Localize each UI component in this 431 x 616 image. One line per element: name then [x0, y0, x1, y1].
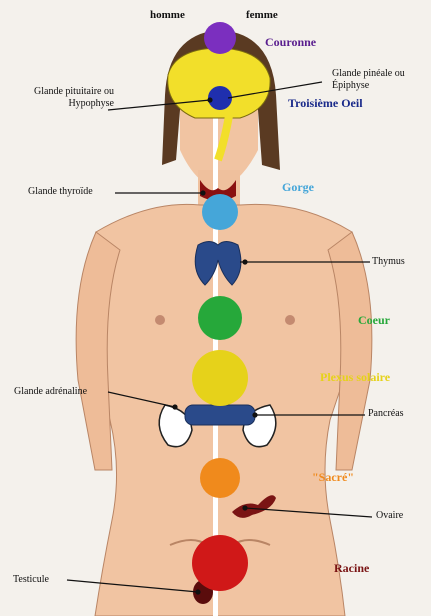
label-thymus: Thymus [372, 256, 405, 268]
chakra-label-racine: Racine [334, 561, 369, 576]
header-homme: homme [150, 9, 185, 21]
label-pituitary-1: Glande pituitaire ou [4, 86, 114, 98]
chakra-crown-circle [204, 22, 236, 54]
chakra-label-troisieme-oeil: Troisième Oeil [288, 96, 363, 111]
label-pineal-2: Épiphyse [332, 80, 369, 92]
chakra-solar-plexus-circle [192, 350, 248, 406]
label-adrenal: Glande adrénaline [14, 386, 87, 398]
chakra-label-sacre: "Sacré" [312, 470, 354, 485]
chakra-sacral-circle [200, 458, 240, 498]
label-ovary: Ovaire [376, 510, 403, 522]
label-thyroid: Glande thyroïde [28, 186, 93, 198]
label-pancreas: Pancréas [368, 408, 404, 420]
chakra-label-coeur: Coeur [358, 313, 390, 328]
chakra-label-gorge: Gorge [282, 180, 314, 195]
chakra-throat-circle [202, 194, 238, 230]
header-femme: femme [246, 9, 278, 21]
chakra-label-couronne: Couronne [265, 35, 316, 50]
chakra-heart-circle [198, 296, 242, 340]
label-pineal-1: Glande pinéale ou [332, 68, 405, 80]
chakra-root-circle [192, 535, 248, 591]
chakra-label-plexus-solaire: Plexus solaire [320, 370, 390, 385]
label-pituitary-2: Hypophyse [4, 98, 114, 110]
label-testicle: Testicule [13, 574, 49, 586]
